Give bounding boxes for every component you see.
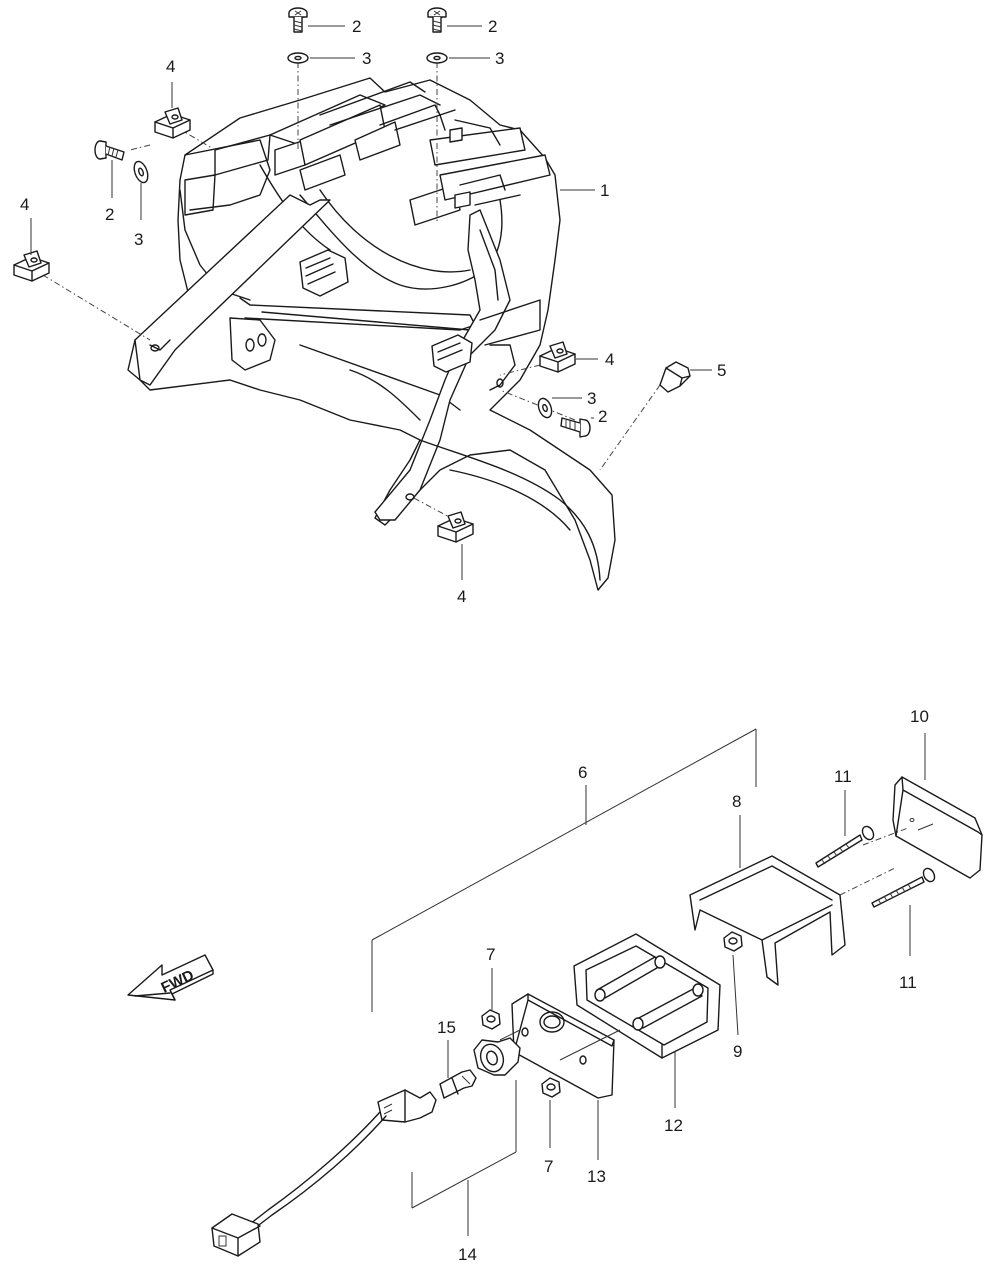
lamp-housing-12 bbox=[573, 933, 721, 1059]
washer-3-left bbox=[133, 160, 149, 184]
callout-4: 4 bbox=[457, 587, 466, 606]
fwd-direction-arrow: FWD bbox=[127, 954, 214, 1001]
clip-nut-4-left bbox=[13, 250, 50, 282]
assembly-lines-top bbox=[42, 62, 661, 521]
callouts-top: 2 3 2 3 4 2 3 4 1 4 3 2 5 4 bbox=[20, 17, 726, 606]
callout-14: 14 bbox=[458, 1245, 477, 1264]
callout-2: 2 bbox=[598, 407, 607, 426]
callout-15: 15 bbox=[437, 1018, 456, 1037]
nut-7-lower bbox=[541, 1077, 561, 1098]
callout-4: 4 bbox=[20, 195, 29, 214]
clip-nut-4-bottom bbox=[437, 511, 474, 543]
callout-2: 2 bbox=[105, 205, 114, 224]
callout-11: 11 bbox=[834, 767, 852, 786]
callout-10: 10 bbox=[910, 707, 929, 726]
washer-3-right bbox=[537, 397, 553, 419]
grommet-right bbox=[431, 334, 473, 373]
washer-3-top-left bbox=[287, 52, 309, 64]
bulb-15 bbox=[439, 1069, 477, 1099]
grommet-left bbox=[299, 249, 349, 297]
wire-harness bbox=[211, 1089, 437, 1257]
callout-13: 13 bbox=[587, 1167, 606, 1186]
rivet-5 bbox=[659, 361, 691, 393]
screw-2-top-left bbox=[288, 7, 308, 33]
callout-3: 3 bbox=[495, 49, 504, 68]
callout-8: 8 bbox=[732, 792, 741, 811]
callout-6: 6 bbox=[578, 763, 587, 782]
rear-fender-part-1 bbox=[127, 77, 616, 591]
callout-4: 4 bbox=[605, 350, 614, 369]
socket-14 bbox=[473, 1037, 521, 1076]
screw-2-right bbox=[560, 417, 591, 438]
callout-3: 3 bbox=[134, 230, 143, 249]
clip-nut-4-top bbox=[154, 107, 191, 139]
screw-2-top-right bbox=[427, 7, 447, 33]
callout-3: 3 bbox=[362, 49, 371, 68]
screw-11-lower bbox=[871, 867, 936, 908]
callout-7: 7 bbox=[544, 1157, 553, 1176]
nut-9 bbox=[723, 931, 743, 952]
screw-2-left bbox=[94, 140, 125, 161]
callout-1: 1 bbox=[600, 181, 609, 200]
callouts-bottom: 6 8 10 11 11 9 12 13 7 7 15 14 bbox=[437, 707, 929, 1264]
group-bracket-14 bbox=[411, 1080, 517, 1236]
callout-2: 2 bbox=[488, 17, 497, 36]
screw-11-upper bbox=[815, 825, 875, 868]
group-bracket-6 bbox=[371, 728, 757, 1012]
callout-7: 7 bbox=[486, 945, 495, 964]
nut-7-upper bbox=[481, 1009, 501, 1030]
light-cover-8 bbox=[689, 855, 846, 986]
callout-11: 11 bbox=[899, 973, 917, 992]
callout-3: 3 bbox=[587, 389, 596, 408]
callout-12: 12 bbox=[664, 1116, 683, 1135]
washer-3-top-right bbox=[426, 52, 448, 64]
callout-5: 5 bbox=[717, 361, 726, 380]
callout-9: 9 bbox=[733, 1042, 742, 1061]
callout-4: 4 bbox=[166, 57, 175, 76]
lens-10 bbox=[892, 776, 983, 879]
callout-2: 2 bbox=[352, 17, 361, 36]
clip-nut-4-right bbox=[539, 341, 576, 373]
